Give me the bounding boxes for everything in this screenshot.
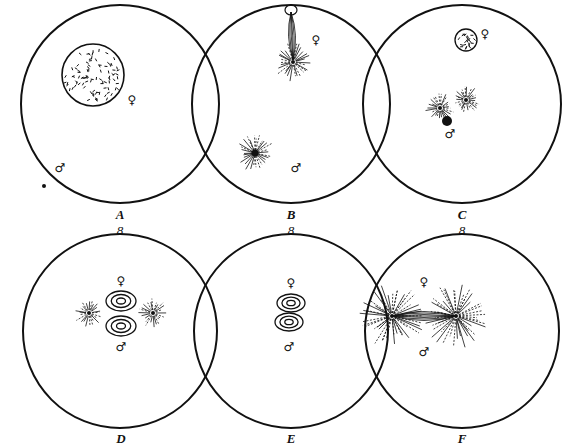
sex-symbol: ♀	[481, 28, 490, 40]
pronucleus-coil	[106, 316, 136, 336]
pronucleus-coil	[106, 291, 136, 311]
egg-cell: ♀♂E	[193, 233, 389, 429]
stage-letter: B	[287, 208, 296, 221]
chromatin	[64, 49, 120, 101]
egg-cell: ♀♂A	[20, 4, 220, 204]
aster	[426, 94, 454, 119]
aster	[277, 43, 310, 81]
figure-number: 8	[288, 224, 295, 237]
stage-letter: D	[116, 432, 125, 445]
stage-letter: E	[287, 432, 296, 445]
sex-symbol: ♂	[419, 346, 430, 358]
sex-symbol: ♂	[291, 162, 302, 174]
aster	[426, 285, 486, 347]
sex-symbol: ♂	[55, 162, 66, 174]
female-pronucleus	[455, 29, 477, 51]
aster	[76, 301, 102, 327]
pronucleus-coil	[275, 313, 303, 331]
sex-symbol: ♀	[312, 34, 321, 46]
egg-cell: ♀♂B	[191, 4, 391, 204]
figure-number: 8	[459, 224, 466, 237]
male-pronucleus	[442, 116, 452, 126]
stage-letter: A	[116, 208, 125, 221]
cell-outline	[22, 233, 218, 429]
cell-outline	[20, 4, 220, 204]
sex-symbol: ♀	[287, 277, 296, 289]
cell-outline	[362, 4, 562, 204]
sex-symbol: ♂	[445, 128, 456, 140]
egg-cell: ♀♂F	[364, 233, 560, 429]
sex-symbol: ♀	[117, 275, 126, 287]
aster	[239, 135, 272, 169]
chromatin	[458, 34, 476, 50]
sex-symbol: ♀	[420, 276, 429, 288]
cell-outline	[364, 233, 560, 429]
cell-outline	[191, 4, 391, 204]
stage-letter: F	[458, 432, 467, 445]
egg-cell: ♀♂D	[22, 233, 218, 429]
egg-cell: ♀♂C	[362, 4, 562, 204]
spindle	[288, 12, 295, 60]
figure-number: 8	[117, 224, 124, 237]
sex-symbol: ♂	[116, 341, 127, 353]
aster	[138, 299, 166, 328]
aster	[360, 286, 423, 344]
sex-symbol: ♀	[128, 94, 137, 106]
sex-symbol: ♂	[284, 341, 295, 353]
pronucleus-coil	[277, 294, 305, 312]
cell-outline	[193, 233, 389, 429]
stage-letter: C	[458, 208, 467, 221]
female-nucleus	[62, 44, 124, 106]
aster	[455, 86, 479, 111]
sperm-head	[42, 184, 46, 188]
